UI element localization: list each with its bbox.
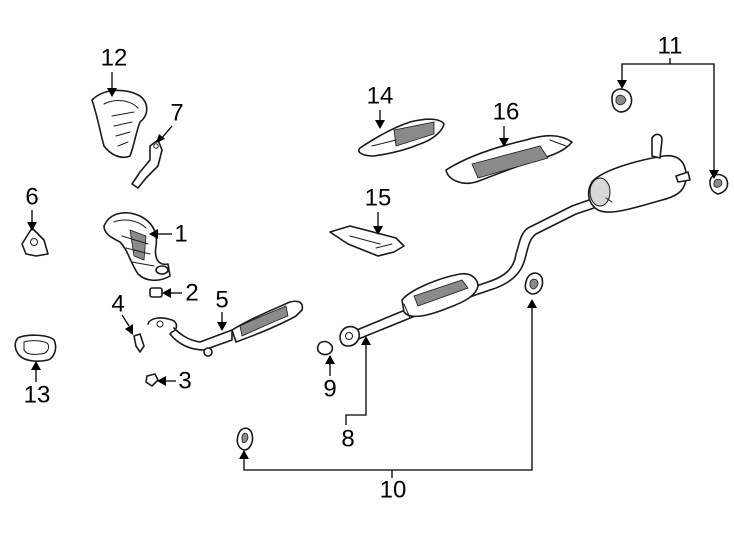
callout-1: 1 xyxy=(174,221,187,248)
stud-part-4 xyxy=(133,333,145,353)
heat-shield-part-15 xyxy=(329,225,405,257)
exhaust-pipe-part-8 xyxy=(339,133,691,347)
callout-14: 14 xyxy=(367,83,394,110)
hanger-part-10b xyxy=(236,427,254,451)
catalytic-converter-part-1 xyxy=(103,212,171,282)
callout-8: 8 xyxy=(341,426,354,453)
gasket-part-9 xyxy=(316,340,334,356)
callout-11: 11 xyxy=(658,33,683,60)
callout-4: 4 xyxy=(111,291,124,318)
callout-2: 2 xyxy=(185,280,198,307)
gasket-part-13 xyxy=(14,334,57,362)
heat-shield-part-12 xyxy=(91,89,148,159)
callout-6: 6 xyxy=(25,184,38,211)
callout-3: 3 xyxy=(178,368,191,395)
callout-9: 9 xyxy=(323,376,336,403)
front-pipe-part-5 xyxy=(147,300,304,357)
nut-part-3 xyxy=(145,373,159,387)
bracket-part-7 xyxy=(131,139,163,189)
nut-part-2 xyxy=(149,287,163,298)
gasket-part-6 xyxy=(21,227,49,257)
callout-16: 16 xyxy=(493,99,520,126)
hanger-part-11a xyxy=(611,88,633,113)
callout-7: 7 xyxy=(170,100,183,127)
callout-5: 5 xyxy=(215,287,228,314)
leader-lines xyxy=(27,58,719,478)
callout-12: 12 xyxy=(101,45,128,72)
heat-shield-part-14 xyxy=(358,118,445,157)
hanger-part-10a xyxy=(524,272,544,295)
heat-shield-part-16 xyxy=(445,134,573,185)
callout-13: 13 xyxy=(24,382,51,409)
callout-10: 10 xyxy=(380,477,407,504)
hanger-part-11b xyxy=(709,173,729,195)
callout-15: 15 xyxy=(365,185,392,212)
